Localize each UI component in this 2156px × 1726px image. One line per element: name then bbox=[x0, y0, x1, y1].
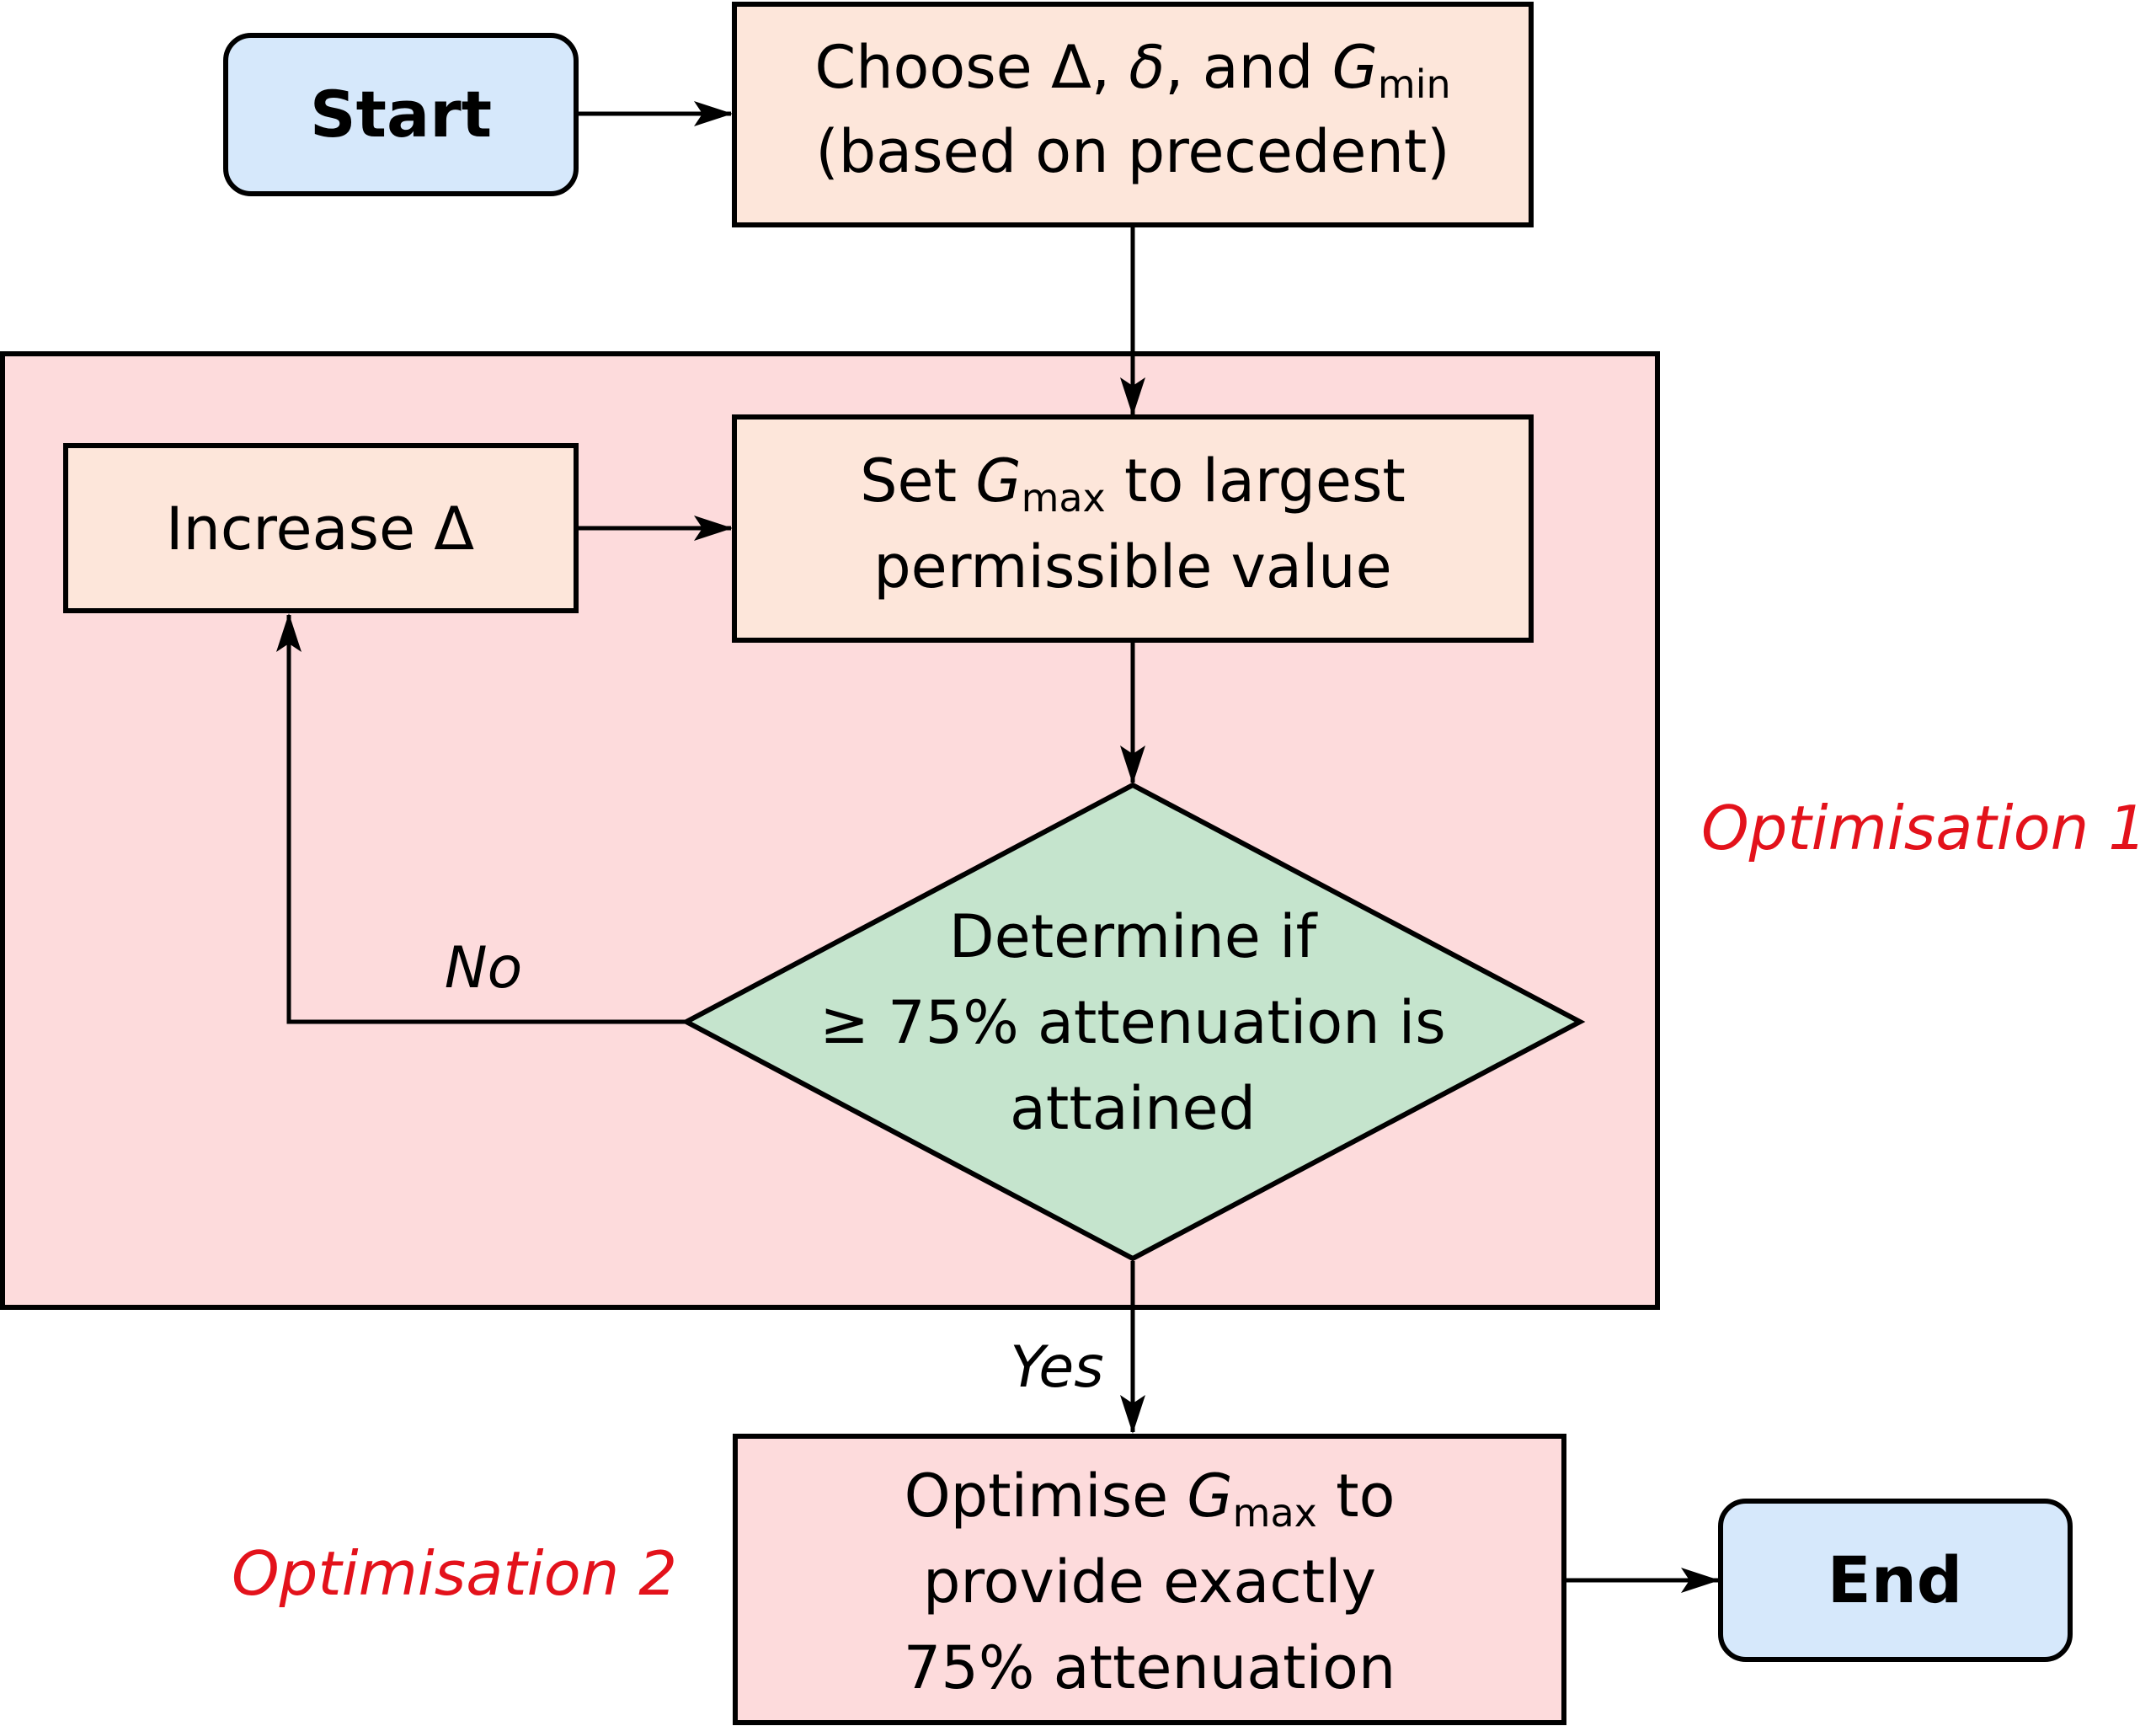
optimise-gmax-line1: Optimise Gmax to bbox=[905, 1461, 1396, 1536]
optimise-gmax-line3: 75% attenuation bbox=[904, 1633, 1396, 1702]
choose-parameters-line2: (based on precedent) bbox=[815, 117, 1449, 186]
optimise-gmax-node bbox=[733, 1434, 1566, 1725]
decision-line2: ≥ 75% attenuation is bbox=[819, 988, 1445, 1057]
decision-line1: Determine if bbox=[949, 902, 1318, 971]
set-gmax-line1: Set Gmax to largest bbox=[860, 446, 1406, 521]
optimisation-1-label: Optimisation 1 bbox=[1701, 793, 2147, 863]
decision-diamond bbox=[680, 782, 1586, 1262]
optimise-gmax-line2: provide exactly bbox=[923, 1547, 1376, 1616]
set-gmax-node bbox=[732, 414, 1534, 643]
start-label: Start bbox=[310, 77, 492, 152]
start-node bbox=[223, 33, 579, 196]
end-label: End bbox=[1828, 1542, 1962, 1617]
edge-decision-no-to-increase bbox=[276, 613, 686, 1024]
choose-parameters-line1: Choose Δ, δ, and Gmin bbox=[814, 33, 1450, 107]
end-node bbox=[1718, 1499, 2073, 1662]
set-gmax-line2: permissible value bbox=[873, 532, 1391, 601]
choose-parameters-node bbox=[732, 2, 1534, 227]
yes-edge-label: Yes bbox=[1010, 1334, 1103, 1401]
increase-delta-label: Increase Δ bbox=[166, 494, 474, 564]
optimisation-2-label: Optimisation 2 bbox=[232, 1538, 677, 1609]
no-edge-label: No bbox=[445, 935, 522, 1002]
increase-delta-node bbox=[63, 443, 579, 613]
decision-line3: attained bbox=[1010, 1074, 1256, 1143]
